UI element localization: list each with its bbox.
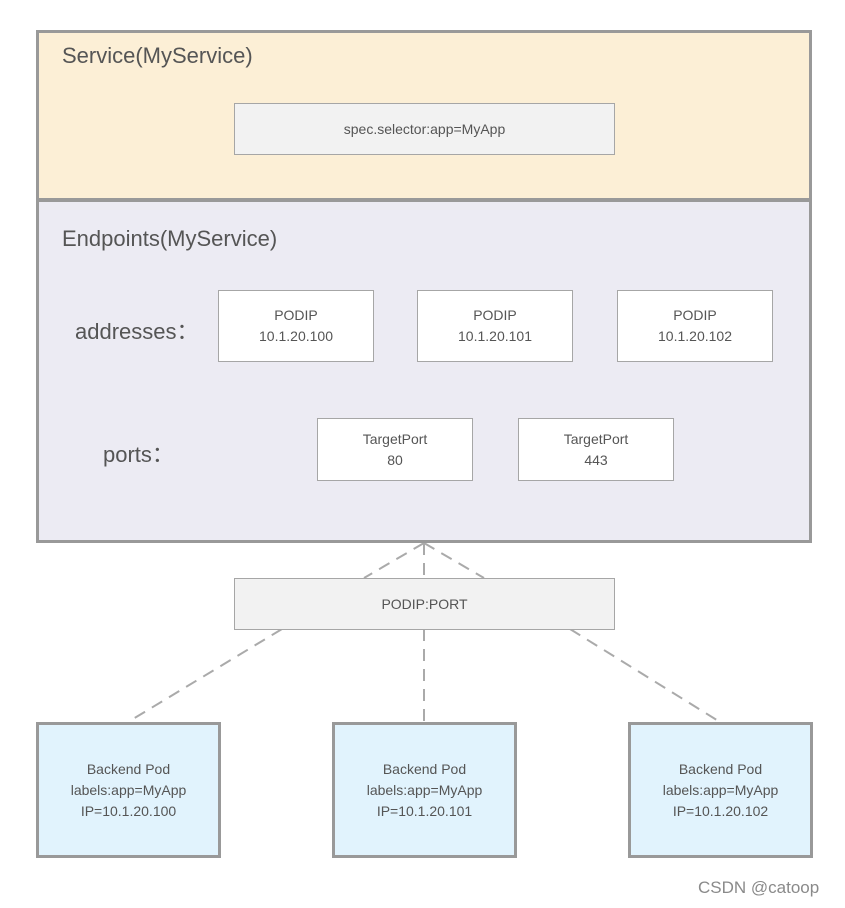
address-label: PODIP <box>274 307 318 323</box>
pod-name: Backend Pod <box>678 760 763 777</box>
address-ip: 10.1.20.102 <box>658 328 732 344</box>
selector-box: spec.selector:app=MyApp <box>234 103 615 155</box>
port-box: TargetPort 443 <box>518 418 674 481</box>
port-number: 80 <box>387 451 403 468</box>
address-ip: 10.1.20.101 <box>458 328 532 344</box>
address-label: PODIP <box>673 307 717 323</box>
ports-label: ports： <box>103 442 174 467</box>
pod-ip: IP=10.1.20.102 <box>672 802 769 819</box>
address-box: PODIP 10.1.20.100 <box>218 290 374 362</box>
pod-ip: IP=10.1.20.101 <box>376 802 473 819</box>
pod-labels: labels:app=MyApp <box>70 781 187 798</box>
backend-pod: Backend Pod labels:app=MyApp IP=10.1.20.… <box>628 722 813 858</box>
backend-pod: Backend Pod labels:app=MyApp IP=10.1.20.… <box>36 722 221 858</box>
endpoints-title: Endpoints(MyService) <box>62 226 278 251</box>
connector-line-endpoints-right <box>423 542 485 579</box>
address-label: PODIP <box>473 307 517 323</box>
watermark: CSDN @catoop <box>698 878 820 897</box>
pod-labels: labels:app=MyApp <box>662 781 779 798</box>
address-ip: 10.1.20.100 <box>259 328 333 344</box>
port-box: TargetPort 80 <box>317 418 473 481</box>
connector-line-pod-3 <box>569 628 721 723</box>
port-label: TargetPort <box>563 430 629 447</box>
pod-labels: labels:app=MyApp <box>366 781 483 798</box>
podip-port-text: PODIP:PORT <box>381 596 468 612</box>
addresses-label: addresses： <box>75 319 199 344</box>
pod-ip: IP=10.1.20.100 <box>80 802 177 819</box>
address-box: PODIP 10.1.20.101 <box>417 290 573 362</box>
port-label: TargetPort <box>362 430 428 447</box>
address-box: PODIP 10.1.20.102 <box>617 290 773 362</box>
service-title: Service(MyService) <box>62 43 253 68</box>
pod-name: Backend Pod <box>382 760 467 777</box>
podip-port-box: PODIP:PORT <box>234 578 615 630</box>
connector-line-pod-1 <box>127 628 283 723</box>
port-number: 443 <box>584 451 608 468</box>
connector-line-endpoints-left <box>363 542 425 579</box>
selector-text: spec.selector:app=MyApp <box>343 121 506 137</box>
pod-name: Backend Pod <box>86 760 171 777</box>
backend-pod: Backend Pod labels:app=MyApp IP=10.1.20.… <box>332 722 517 858</box>
endpoints-block <box>36 199 812 543</box>
